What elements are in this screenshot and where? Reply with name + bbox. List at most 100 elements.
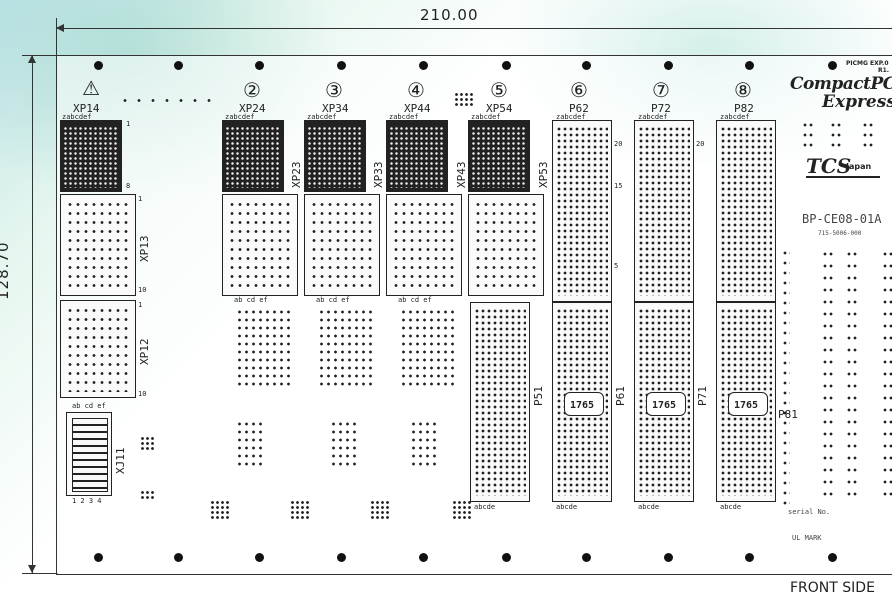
label-zabcdef: zabcdef	[638, 113, 668, 121]
pin-number: 15	[614, 182, 623, 190]
ul-mark-label: UL MARK	[792, 534, 822, 542]
pin-grid	[638, 126, 690, 296]
via-column	[802, 120, 814, 150]
label-xp33: XP33	[372, 161, 385, 189]
label-xj11: XJ11	[114, 447, 127, 475]
mount-hole	[94, 61, 103, 70]
keying-block	[646, 392, 686, 416]
via-column	[822, 248, 834, 498]
height-dimension-label: 128.70	[0, 241, 12, 301]
label-p62: P62	[569, 102, 589, 115]
keying-block	[564, 392, 604, 416]
slot-number-5: ⑤	[490, 78, 508, 102]
label-p51: P51	[532, 386, 545, 406]
mount-hole	[337, 553, 346, 562]
label-abcde: abcde	[720, 503, 742, 511]
pin-number: 5	[614, 262, 619, 270]
label-abcdef: ab cd ef	[316, 296, 350, 304]
label-zabcdef: zabcdef	[307, 113, 337, 121]
label-p82: P82	[734, 102, 754, 115]
via-column	[830, 120, 842, 150]
slot-number-6: ⑥	[570, 78, 588, 102]
pin-grid	[389, 126, 445, 188]
pin-number: 1	[138, 195, 143, 203]
via-dots	[236, 420, 266, 470]
trace-dots	[118, 98, 218, 103]
pin-grid	[474, 308, 526, 496]
pin-number: 8	[126, 182, 131, 190]
pin-field	[400, 308, 456, 388]
mount-hole	[419, 61, 428, 70]
label-zabcdef: zabcdef	[556, 113, 586, 121]
label-xp44: XP44	[404, 102, 431, 115]
pin-grid	[228, 200, 292, 290]
express-logo: Express	[822, 92, 892, 112]
label-abcde: abcde	[474, 503, 496, 511]
part-code: 715-5006-000	[818, 230, 862, 237]
label-xp12: XP12	[138, 338, 151, 366]
pin-field	[236, 308, 292, 388]
revision-label: R1.	[878, 67, 890, 74]
pin-grid	[474, 200, 538, 290]
width-dimension-arrow-left	[56, 24, 64, 32]
mount-hole	[419, 553, 428, 562]
label-p61: P61	[614, 386, 627, 406]
via-dots	[140, 436, 154, 450]
mount-hole	[174, 553, 183, 562]
pin-grid	[225, 126, 281, 188]
slot-number-7: ⑦	[652, 78, 670, 102]
width-dimension-label: 210.00	[420, 6, 479, 24]
width-dimension-line	[56, 28, 892, 29]
pin-grid	[556, 126, 608, 296]
via-dots	[330, 420, 360, 470]
mount-hole	[582, 61, 591, 70]
label-abcdef: ab cd ef	[398, 296, 432, 304]
xj11-inner	[72, 418, 108, 492]
mount-hole	[255, 553, 264, 562]
height-dimension-tick-top	[22, 55, 58, 56]
label-p72: P72	[651, 102, 671, 115]
mount-hole	[337, 61, 346, 70]
label-xp54: XP54	[486, 102, 513, 115]
label-zabcdef: zabcdef	[225, 113, 255, 121]
label-xp23: XP23	[290, 161, 303, 189]
mount-hole	[664, 553, 673, 562]
label-abcde: abcde	[556, 503, 578, 511]
mount-hole	[828, 61, 837, 70]
pin-grid	[307, 126, 363, 188]
via-column	[782, 248, 790, 508]
slot-number-4: ④	[407, 78, 425, 102]
mount-hole	[582, 553, 591, 562]
via-column	[846, 248, 858, 498]
label-zabcdef: zabcdef	[720, 113, 750, 121]
label-xp13: XP13	[138, 235, 151, 263]
mount-hole	[174, 61, 183, 70]
label-abcdef: ab cd ef	[72, 402, 106, 410]
compactpci-logo: CompactPCI	[790, 74, 892, 94]
slot-number-3: ③	[325, 78, 343, 102]
via-dots	[452, 500, 472, 520]
pin-grid	[63, 126, 119, 188]
slot-number-8: ⑧	[734, 78, 752, 102]
label-abcdef: ab cd ef	[234, 296, 268, 304]
mount-hole	[745, 61, 754, 70]
height-dimension-arrow-top	[28, 55, 36, 63]
label-zabcdef: zabcdef	[62, 113, 92, 121]
japan-label: Japan	[846, 162, 872, 171]
via-dots	[210, 500, 230, 520]
label-xp24: XP24	[239, 102, 266, 115]
slot-number-2: ②	[243, 78, 261, 102]
label-xp34: XP34	[322, 102, 349, 115]
mount-hole	[255, 61, 264, 70]
keying-block	[728, 392, 768, 416]
mount-hole	[502, 61, 511, 70]
via-column	[862, 120, 874, 150]
via-dots	[370, 500, 390, 520]
label-zabcdef: zabcdef	[389, 113, 419, 121]
via-column	[882, 248, 892, 498]
warning-icon: ⚠	[82, 76, 100, 100]
label-xp14: XP14	[73, 102, 100, 115]
part-number: BP-CE08-01A	[802, 212, 882, 226]
tcs-underline	[806, 176, 880, 178]
pin-grid	[66, 200, 130, 290]
